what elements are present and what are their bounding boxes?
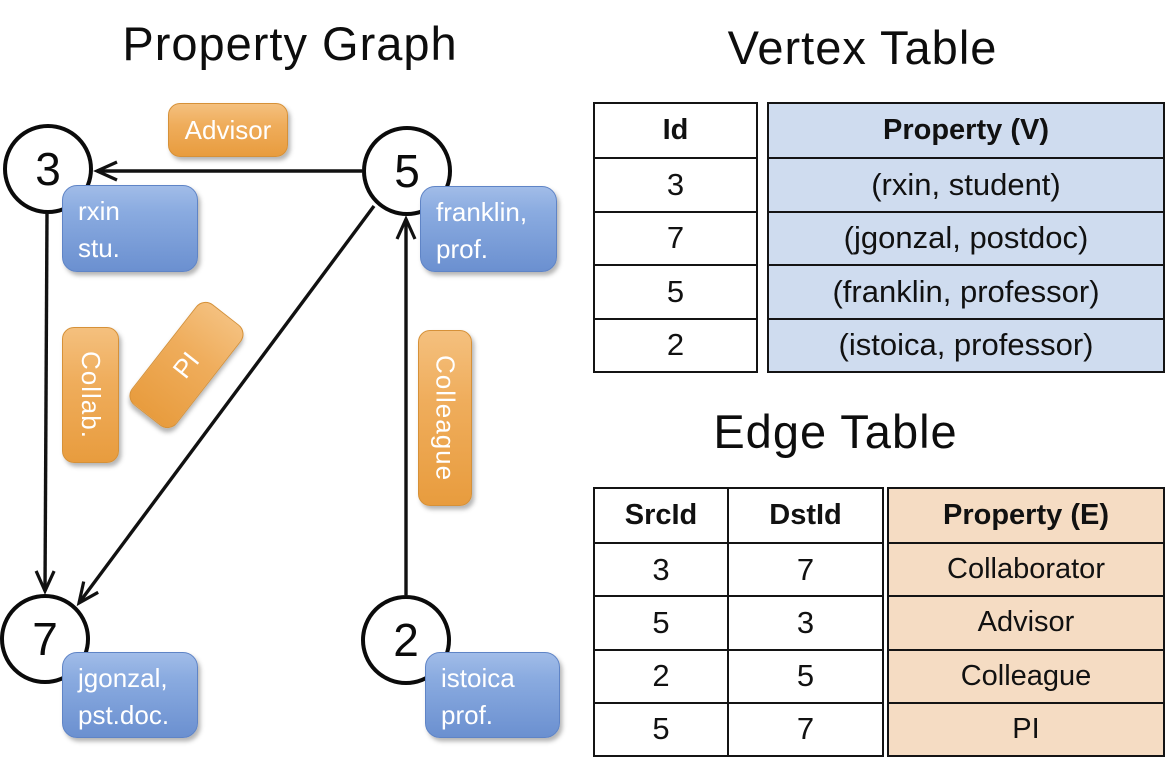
graph-edges xyxy=(34,160,417,607)
edge-table: SrcId DstId 3 7 5 3 2 5 5 7 Property (E)… xyxy=(593,487,1168,757)
column-header: Id xyxy=(595,104,756,158)
table-cell: 5 xyxy=(595,264,756,318)
property-line: pst.doc. xyxy=(78,700,170,730)
table-cell: 7 xyxy=(595,210,756,265)
edge-label-text: Advisor xyxy=(184,114,272,145)
property-line: istoica xyxy=(441,663,515,693)
table-cell: (rxin, student) xyxy=(769,157,1163,211)
column-header: DstId xyxy=(727,489,882,543)
table-cell: 5 xyxy=(727,648,882,702)
vertex-id: 7 xyxy=(32,613,58,665)
table-cell: Colleague xyxy=(889,648,1163,702)
property-line: jgonzal, xyxy=(78,663,168,693)
vertex-table-title: Vertex Table xyxy=(727,21,998,74)
table-cell: 3 xyxy=(595,542,727,596)
table-cell: (istoica, professor) xyxy=(769,317,1163,371)
edge-pi-5-to-7 xyxy=(76,204,376,607)
table-cell: Advisor xyxy=(889,595,1163,649)
vertex-property-box-franklin: franklin, prof. xyxy=(420,186,557,272)
table-cell: (jgonzal, postdoc) xyxy=(769,210,1163,265)
column-header: SrcId xyxy=(595,489,727,543)
vertex-node-5: 5 xyxy=(362,126,452,216)
vertex-id: 5 xyxy=(394,145,420,197)
table-cell: 5 xyxy=(595,701,727,755)
table-cell: PI xyxy=(889,701,1163,755)
column-header: Property (V) xyxy=(769,104,1163,158)
vertex-table-property-column: Property (V) (rxin, student) (jgonzal, p… xyxy=(767,102,1165,373)
edge-label-collab: Collab. xyxy=(62,327,119,463)
edge-table-property-column: Property (E) Collaborator Advisor Collea… xyxy=(887,487,1165,757)
edge-collab-3-to-7 xyxy=(34,212,56,595)
property-line: franklin, xyxy=(436,197,528,227)
vertex-table-id-column: Id 3 7 5 2 xyxy=(593,102,758,373)
edge-label-text: Colleague xyxy=(430,354,461,482)
edge-table-title: Edge Table xyxy=(713,405,958,458)
vertex-property-box-rxin: rxin stu. xyxy=(62,185,198,272)
table-cell: 2 xyxy=(595,317,756,371)
vertex-table: Id 3 7 5 2 Property (V) (rxin, student) … xyxy=(593,102,1168,373)
vertex-property-box-istoica: istoica prof. xyxy=(425,652,560,738)
property-line: prof. xyxy=(441,700,494,730)
edge-label-text: PI xyxy=(166,345,206,384)
edge-label-advisor: Advisor xyxy=(168,103,288,157)
column-header: Property (E) xyxy=(889,489,1163,543)
edge-table-id-columns: SrcId DstId 3 7 5 3 2 5 5 7 xyxy=(593,487,884,757)
table-cell: 2 xyxy=(595,648,727,702)
vertex-node-2: 2 xyxy=(361,595,451,685)
property-line: rxin xyxy=(78,196,120,226)
edge-label-text: Collab. xyxy=(76,351,106,439)
vertex-id: 3 xyxy=(35,143,61,195)
table-cell: 7 xyxy=(727,701,882,755)
edge-label-colleague: Colleague xyxy=(418,330,472,506)
table-cell: (franklin, professor) xyxy=(769,264,1163,318)
table-cell: 7 xyxy=(727,542,882,596)
table-cell: 3 xyxy=(727,595,882,649)
vertex-property-box-jgonzal: jgonzal, pst.doc. xyxy=(62,652,198,738)
vertex-id: 2 xyxy=(393,614,419,666)
property-graph-title: Property Graph xyxy=(122,17,458,70)
table-cell: 3 xyxy=(595,157,756,211)
table-cell: 5 xyxy=(595,595,727,649)
table-cell: Collaborator xyxy=(889,542,1163,596)
property-line: stu. xyxy=(78,233,120,263)
property-line: prof. xyxy=(436,234,489,264)
